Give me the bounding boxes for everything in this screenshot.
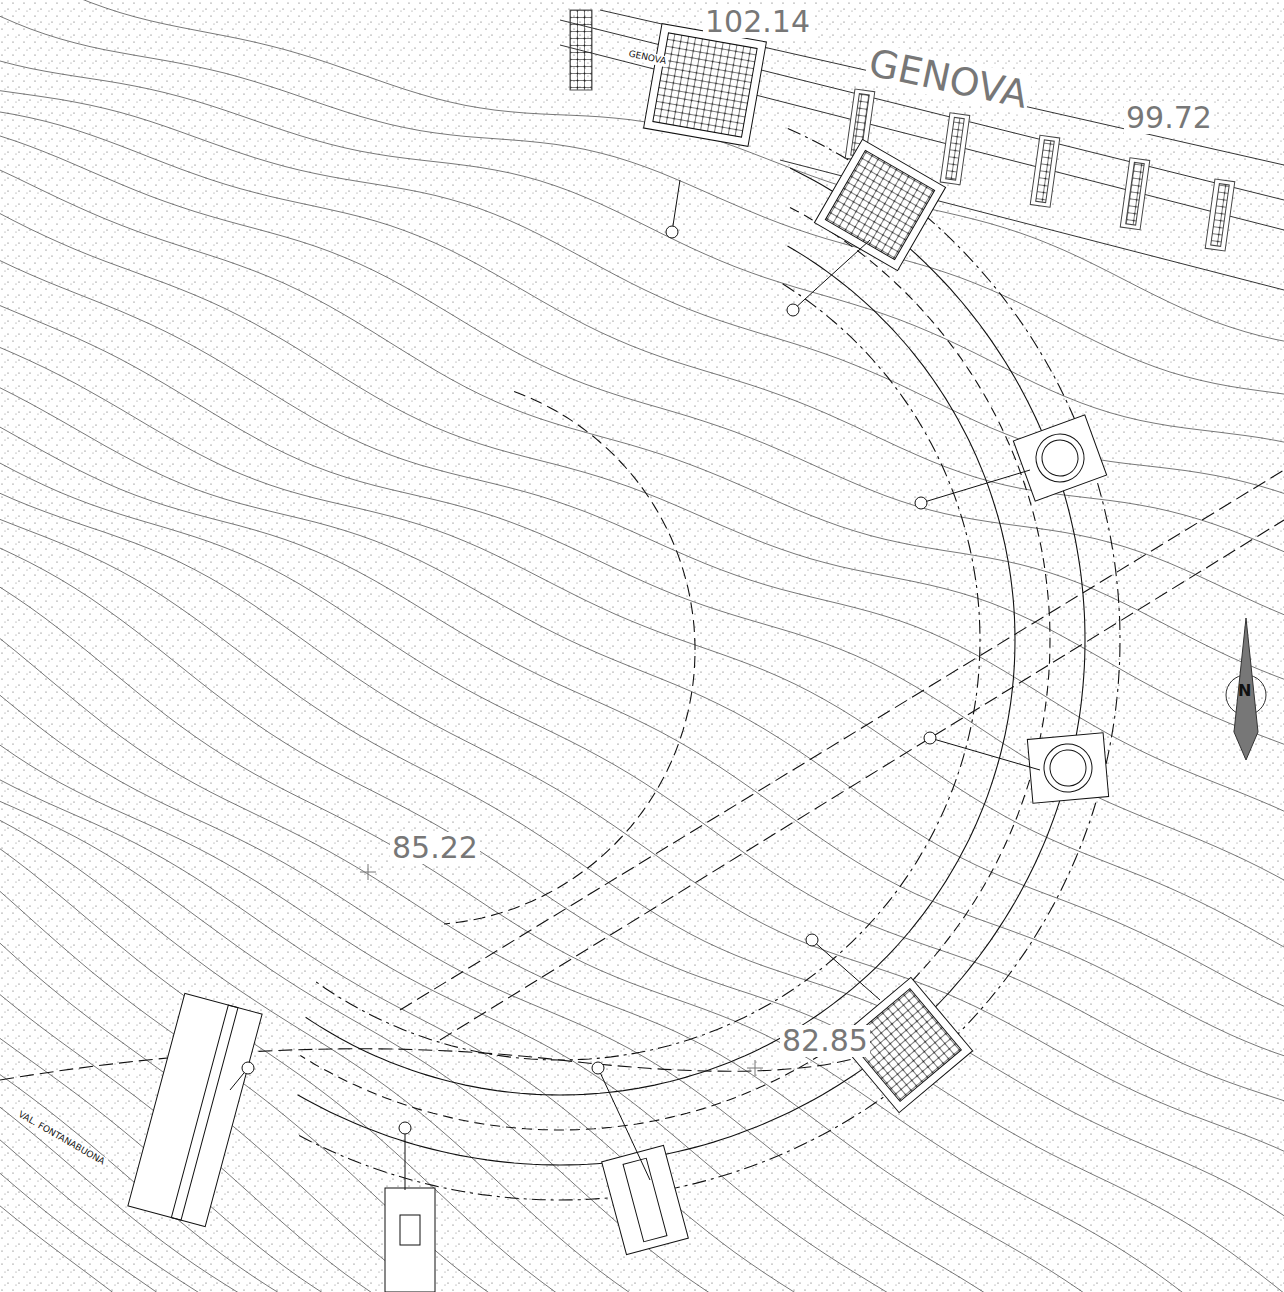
pier-foundation bbox=[602, 1145, 689, 1254]
ramp-edge bbox=[313, 284, 980, 1060]
leader-line bbox=[672, 180, 680, 232]
pier-foundation bbox=[814, 139, 945, 270]
contour-line bbox=[0, 306, 1284, 884]
contour-line bbox=[0, 388, 1284, 1009]
road-edge bbox=[560, 20, 1284, 200]
pier-foundation bbox=[644, 24, 767, 147]
ramp-edge bbox=[297, 128, 1120, 1200]
contour-line bbox=[0, 820, 1284, 1292]
ramp-edge bbox=[298, 168, 1086, 1165]
contour-line bbox=[0, 261, 1284, 814]
road-pier bbox=[1036, 140, 1055, 203]
contour-line bbox=[0, 780, 1284, 1292]
column-pier bbox=[1013, 415, 1106, 501]
contour-line bbox=[0, 136, 1284, 617]
road-pier bbox=[940, 113, 970, 185]
axis-line bbox=[440, 520, 1284, 1040]
north-label: N bbox=[1236, 682, 1253, 700]
ramp-edge bbox=[306, 246, 1015, 1095]
leader-line bbox=[921, 470, 1030, 503]
contour-line bbox=[0, 639, 1284, 1292]
callout-marker bbox=[592, 1062, 604, 1074]
axis-line bbox=[400, 470, 1284, 1010]
callout-marker bbox=[399, 1122, 411, 1134]
callout-marker bbox=[666, 226, 678, 238]
road-pier bbox=[946, 117, 965, 180]
contour-line bbox=[0, 801, 1284, 1292]
contour-line bbox=[0, 214, 1284, 747]
spot-height bbox=[360, 864, 376, 880]
road-pier bbox=[1030, 135, 1060, 207]
contour-line bbox=[0, 0, 1284, 342]
contour-line bbox=[0, 16, 1284, 395]
contour-line bbox=[0, 427, 1284, 1058]
leader-line bbox=[812, 940, 880, 1000]
contour-line bbox=[0, 943, 1284, 1292]
contour-line bbox=[0, 695, 1284, 1292]
abutment bbox=[385, 1188, 435, 1292]
contour-line bbox=[0, 548, 1284, 1292]
elevation-label: 82.85 bbox=[780, 1025, 870, 1057]
callout-marker bbox=[787, 304, 799, 316]
callout-marker bbox=[242, 1062, 254, 1074]
elevation-label: 102.14 bbox=[703, 6, 812, 38]
elevation-label: 99.72 bbox=[1124, 102, 1214, 134]
axis-line bbox=[0, 1040, 900, 1080]
contour-line bbox=[0, 348, 1284, 951]
callout-marker bbox=[924, 732, 936, 744]
leader-line bbox=[598, 1068, 650, 1180]
leader-line bbox=[793, 240, 870, 310]
ramp-axis bbox=[300, 207, 1050, 1130]
leader-line bbox=[930, 738, 1040, 770]
road-pier bbox=[1205, 179, 1235, 251]
contour-line bbox=[0, 745, 1284, 1292]
road-pier bbox=[570, 10, 592, 90]
north-arrow bbox=[1234, 618, 1258, 760]
contour-line bbox=[0, 61, 1284, 443]
contour-line bbox=[0, 587, 1284, 1292]
callout-marker bbox=[806, 934, 818, 946]
elevation-label: 85.22 bbox=[390, 832, 480, 864]
callout-marker bbox=[915, 497, 927, 509]
road-pier bbox=[1120, 158, 1150, 230]
spot-height bbox=[747, 1060, 763, 1076]
road-pier bbox=[1211, 184, 1230, 247]
contour-line bbox=[0, 849, 1284, 1292]
retaining-wall bbox=[128, 993, 262, 1226]
column-pier bbox=[1027, 733, 1108, 803]
leader-line bbox=[405, 1128, 406, 1190]
dashed-circle bbox=[444, 392, 695, 924]
road-pier bbox=[1126, 162, 1145, 225]
contour-line bbox=[0, 170, 1284, 681]
